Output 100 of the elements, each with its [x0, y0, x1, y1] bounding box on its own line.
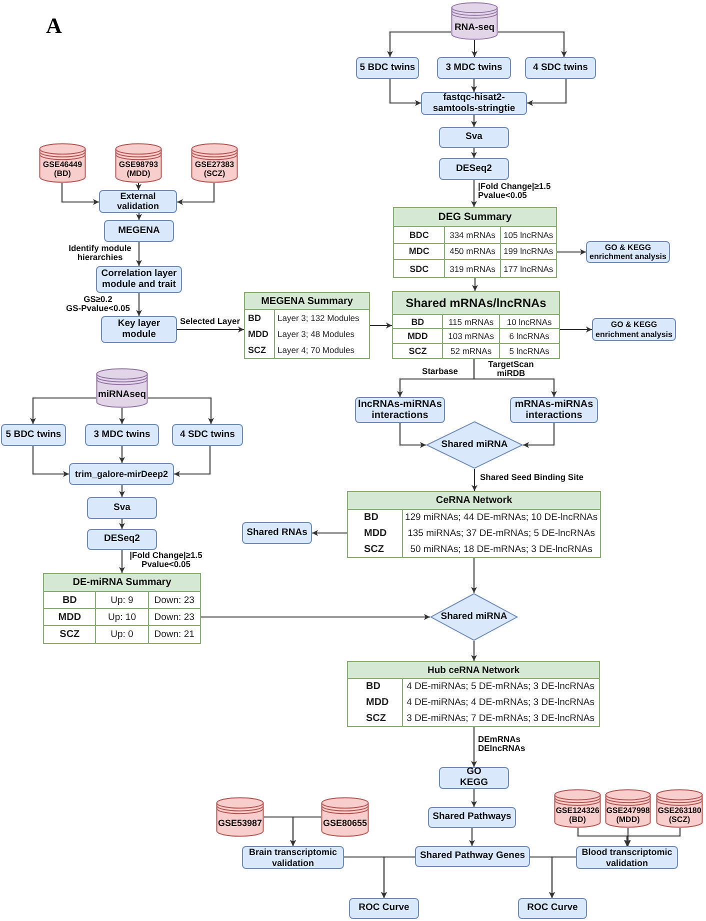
table-cell-text: 135 miRNAs; 37 DE-mRNAs; 5 DE-lncRNAs — [406, 526, 596, 541]
box-label: 3 MDC twins — [94, 430, 150, 440]
box-label: trim_galore-mirDeep2 — [74, 468, 168, 480]
arrow — [471, 180, 477, 207]
box-label: mRNAs-miRNAs interactions — [514, 398, 594, 422]
arrow — [177, 183, 215, 205]
process-box — [428, 807, 516, 828]
arrow — [177, 326, 244, 332]
edge-label: TargetScan miRDB — [487, 360, 535, 379]
table-cell: 10 lncRNAs — [500, 315, 559, 330]
table-cell: 319 mRNAs — [445, 260, 501, 277]
box-label: Blood transcriptomic validation — [580, 847, 674, 868]
arrow — [471, 558, 477, 593]
table-cell: 199 lncRNAs — [500, 244, 556, 260]
table-cell-text: Layer 4; 70 Modules — [276, 344, 356, 357]
process-box — [421, 92, 527, 115]
table-cell: SCZ — [348, 541, 403, 557]
table-header: Hub ceRNA Network — [348, 662, 599, 679]
process-box — [525, 57, 596, 79]
box-label: Correlation layer module and trait — [100, 268, 178, 290]
process-box — [1, 424, 66, 446]
table-cell: BD — [393, 315, 444, 330]
arrow — [119, 485, 125, 497]
box-label: ROC Curve — [358, 903, 410, 914]
arrow — [381, 856, 415, 898]
table-cell: Down: 23 — [148, 592, 200, 609]
arrow — [290, 816, 321, 846]
box-label: 4 SDC twins — [180, 430, 235, 440]
panel-letter: A — [46, 13, 62, 39]
process-box — [439, 127, 509, 148]
arrow — [61, 183, 99, 205]
box-label: External validation — [116, 192, 160, 211]
summary-table — [43, 573, 201, 644]
process-box — [69, 463, 174, 485]
process-box — [87, 529, 157, 550]
arrow — [119, 550, 125, 573]
arrow — [472, 40, 478, 57]
table-cell: BD — [245, 310, 275, 326]
table-cell: SCZ — [348, 710, 403, 726]
arrow — [527, 79, 567, 106]
table-cell: SCZ — [44, 626, 96, 643]
arrow — [136, 183, 142, 190]
table-cell: MDC — [394, 244, 446, 260]
table-cell-text: 4 DE-miRNAs; 5 DE-mRNAs; 3 DE-lncRNAs — [406, 680, 596, 694]
box-label: Shared RNAs — [246, 528, 308, 538]
process-box — [439, 158, 509, 180]
process-box — [104, 220, 174, 242]
process-box — [85, 424, 159, 446]
arrow — [389, 79, 421, 106]
arrow — [549, 856, 576, 898]
table-header: DE-miRNA Summary — [44, 574, 200, 592]
arrow — [624, 828, 681, 846]
edge-label: Starbase — [421, 367, 459, 376]
process-box — [356, 57, 419, 79]
process-box — [172, 424, 243, 446]
summary-table — [347, 661, 600, 727]
cylinder-label: GSE124326 (BD) — [554, 806, 600, 824]
cylinder-label: RNA-seq — [454, 22, 495, 34]
edge-label: Identify module hierarchies — [68, 244, 132, 263]
arrow — [136, 242, 142, 266]
arrow — [136, 293, 142, 316]
table-cell: MDD — [245, 326, 275, 342]
table-cell: 6 lncRNAs — [500, 329, 559, 344]
arrow — [471, 148, 477, 158]
table-cell-text: 177 lncRNAs — [502, 262, 554, 276]
arrow — [523, 423, 555, 448]
process-box — [415, 846, 530, 867]
table-cell: 334 mRNAs — [445, 227, 501, 244]
edge-label: Shared Seed Binding Site — [480, 473, 585, 482]
table-cell: BDC — [394, 227, 446, 244]
arrow — [471, 641, 477, 661]
arrow — [471, 727, 477, 767]
diamond-label: Shared miRNA — [441, 440, 508, 450]
summary-table — [393, 207, 557, 278]
table-cell: MDD — [348, 526, 403, 542]
table-cell-text: 3 DE-miRNAs; 7 DE-mRNAs; 3 DE-lncRNAs — [406, 712, 596, 726]
table-cell: BD — [44, 592, 96, 609]
box-label: Sva — [114, 502, 130, 514]
table-cell-text: Layer 3; 48 Modules — [276, 328, 356, 341]
cylinder-label: GSE27383 (SCZ) — [194, 161, 236, 179]
arrow — [498, 31, 567, 57]
arrow — [119, 408, 125, 424]
box-label: DESeq2 — [456, 164, 492, 174]
summary-table — [244, 292, 370, 359]
process-box — [518, 898, 587, 919]
arrow — [119, 446, 125, 463]
box-label: ROC Curve — [527, 903, 578, 914]
process-box — [99, 190, 177, 213]
table-cell: 52 mRNAs — [443, 344, 500, 358]
arrow — [625, 828, 631, 846]
table-cell: MDD — [393, 329, 444, 344]
process-box — [439, 767, 509, 789]
edge-label: Selected Layer — [178, 317, 242, 326]
diamond-label: Shared miRNA — [440, 612, 508, 622]
arrow — [148, 397, 214, 424]
process-box — [437, 57, 511, 79]
arrow — [471, 789, 477, 807]
arrow — [469, 828, 475, 846]
table-cell: Up: 0 — [96, 626, 149, 643]
arrow — [557, 249, 586, 255]
